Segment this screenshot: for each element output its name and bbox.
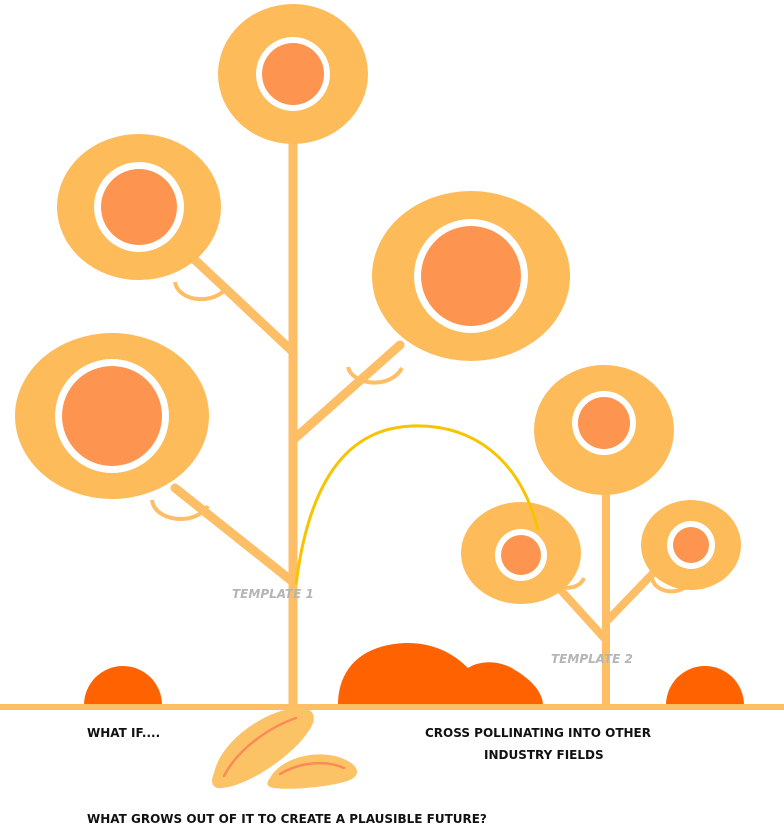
tree-1-branch-upper-left xyxy=(195,260,293,352)
tree-1-branch-lower-left xyxy=(175,488,293,582)
tree-2-flowers xyxy=(461,365,741,604)
mound-left xyxy=(84,666,162,705)
mound-right xyxy=(666,666,744,705)
tree-1-branch-upper-right xyxy=(293,345,400,440)
tree-2-branch-right xyxy=(606,566,660,622)
cross-pollinating-line-1: CROSS POLLINATING INTO OTHER xyxy=(425,726,651,740)
flower-tree2-top xyxy=(534,365,674,495)
template-1-label: TEMPLATE 1 xyxy=(232,587,314,601)
future-question: WHAT GROWS OUT OF IT TO CREATE A PLAUSIB… xyxy=(87,812,487,826)
seeds xyxy=(212,708,357,789)
cross-pollinating-line-2: INDUSTRY FIELDS xyxy=(484,748,604,762)
mounds xyxy=(84,643,744,705)
flower-lower-left xyxy=(15,333,209,499)
mound-center xyxy=(338,643,543,705)
flower-upper-right xyxy=(372,191,570,361)
flower-tree2-right xyxy=(641,500,741,590)
flower-top xyxy=(218,4,368,144)
flower-tree2-left xyxy=(461,502,581,604)
flower-upper-left xyxy=(57,134,221,280)
template-2-label: TEMPLATE 2 xyxy=(551,652,633,666)
what-if-label: WHAT IF.... xyxy=(87,726,160,740)
